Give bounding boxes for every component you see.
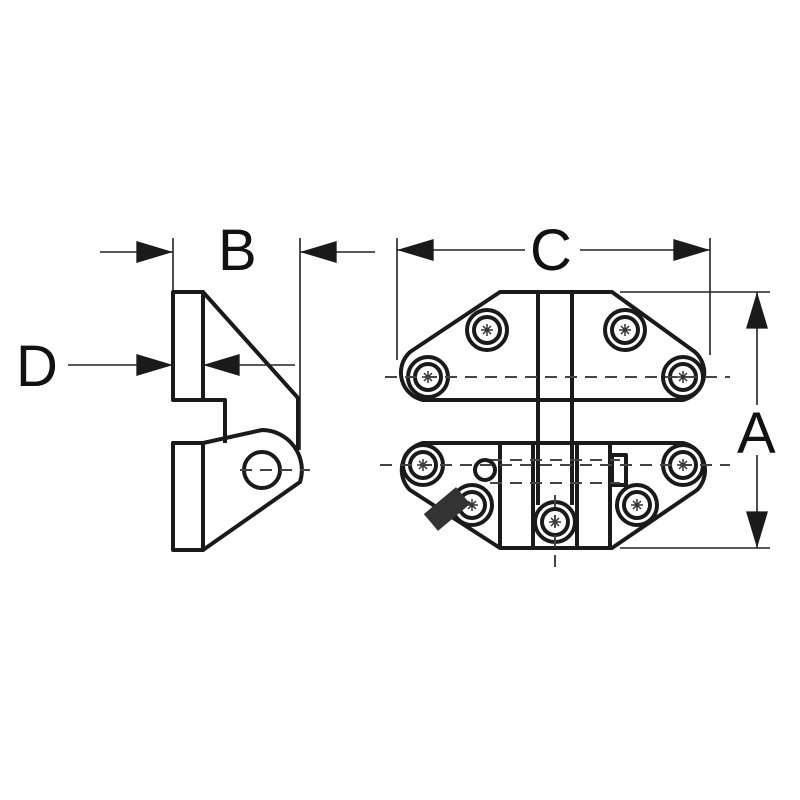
side-web: [203, 398, 227, 443]
side-lower-knuckle: [201, 428, 304, 552]
screw-icon: [465, 308, 509, 352]
screw-icon: [603, 308, 647, 352]
dimension-a: [620, 291, 770, 549]
latch-pivot: [473, 458, 497, 482]
front-view: [380, 290, 730, 575]
side-lower-flange: [171, 441, 205, 552]
hinge-pin-bar: [536, 290, 574, 505]
side-view: [171, 290, 310, 552]
screw-icon: [615, 483, 659, 527]
side-upper-leaf: [201, 290, 300, 450]
side-upper-flange: [171, 290, 205, 402]
dimension-label-c: C: [530, 218, 572, 283]
latch-spring: [423, 487, 471, 531]
dimension-label-d: D: [16, 334, 58, 399]
dimension-c: [396, 238, 711, 360]
dimension-label-b: B: [218, 218, 257, 283]
top-plate: [398, 290, 707, 402]
latch-block: [610, 453, 628, 487]
dimension-b: [100, 238, 375, 450]
dimension-label-a: A: [737, 401, 776, 466]
